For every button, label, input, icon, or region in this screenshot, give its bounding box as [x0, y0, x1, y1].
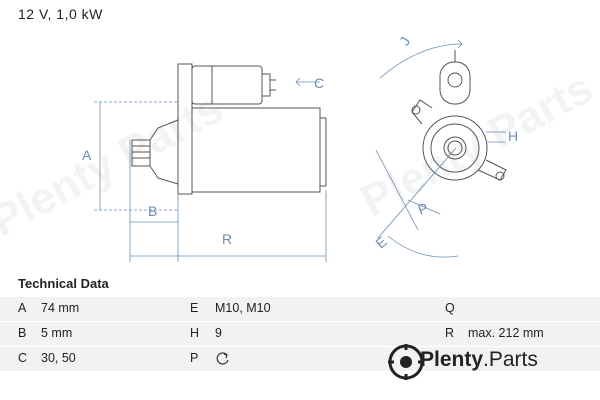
dim-label-b: B [148, 203, 157, 219]
plenty-parts-logo [388, 344, 424, 380]
dim-label-e: E [372, 233, 389, 251]
spec-key: C [18, 351, 28, 365]
dim-label-c: C [314, 75, 324, 91]
product-heading: 12 V, 1,0 kW [18, 6, 103, 22]
spec-key: E [190, 301, 199, 315]
spec-key: P [190, 351, 199, 365]
spec-key: R [445, 326, 455, 340]
rotation-direction-icon [215, 351, 231, 370]
table-row: A 74 mm E M10, M10 Q [0, 297, 600, 321]
spec-value: 9 [215, 326, 222, 340]
table-row: B 5 mm H 9 R max. 212 mm [0, 322, 600, 346]
dim-label-r: R [222, 231, 232, 247]
spec-value: 30, 50 [41, 351, 76, 365]
spec-value: 5 mm [41, 326, 73, 340]
dim-label-j: J [396, 34, 413, 48]
spec-key: B [18, 326, 27, 340]
dim-label-h: H [508, 128, 518, 144]
spec-value: M10, M10 [215, 301, 271, 315]
technical-data-title: Technical Data [18, 276, 109, 291]
spec-key: Q [445, 301, 455, 315]
spec-value: 74 mm [41, 301, 80, 315]
spec-key: H [190, 326, 200, 340]
table-row: C 30, 50 P [0, 347, 600, 371]
spec-value: max. 212 mm [468, 326, 544, 340]
logo-wordmark: Plenty.Parts [420, 348, 538, 371]
spec-key: A [18, 301, 27, 315]
dim-label-a: A [82, 147, 92, 163]
